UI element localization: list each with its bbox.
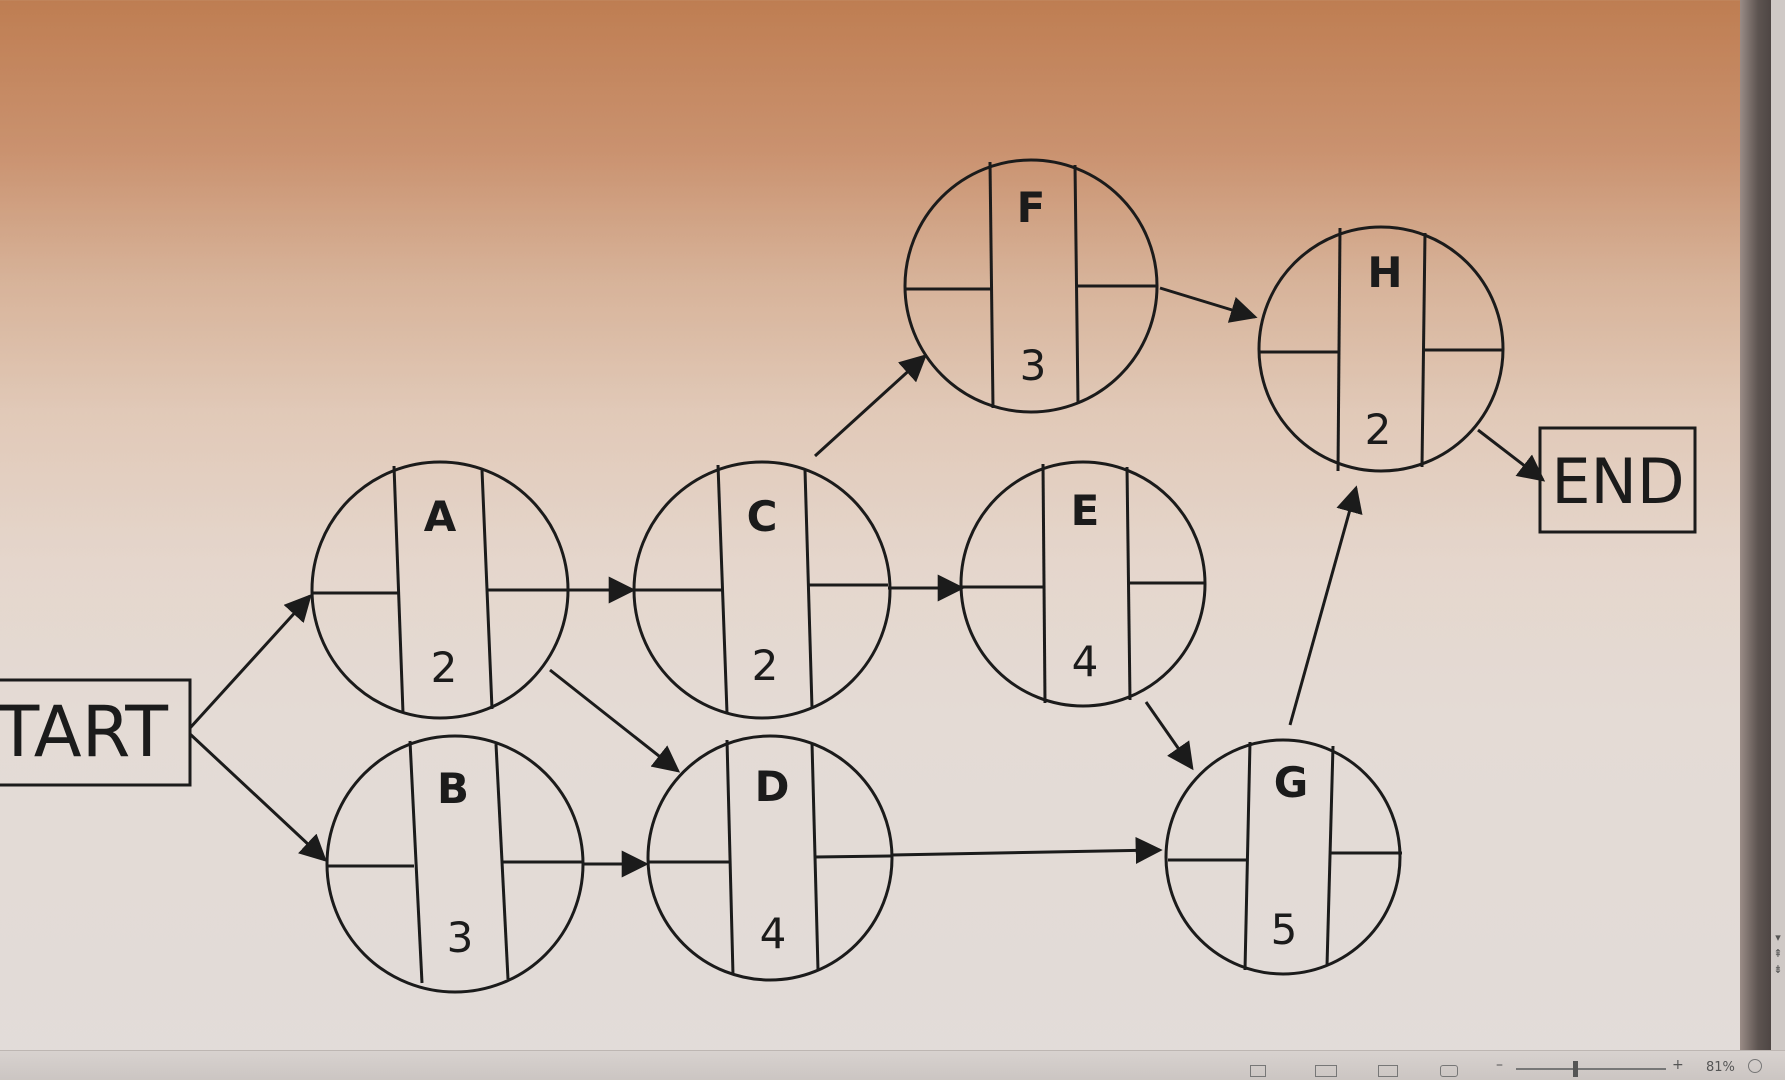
page-up-icon[interactable]: ⇞ [1773, 947, 1783, 960]
arrow-d-g [891, 836, 1163, 864]
node-e: E 4 [959, 460, 1207, 708]
arrow-a-d [549, 668, 681, 773]
end-box: END [1538, 426, 1697, 534]
zoom-slider-thumb[interactable] [1573, 1061, 1578, 1077]
node-h-duration: 2 [1365, 405, 1392, 454]
node-c: C 2 [632, 460, 892, 720]
print-layout-icon[interactable] [1250, 1065, 1266, 1077]
node-c-letter: C [747, 492, 778, 541]
node-h-letter: H [1367, 248, 1402, 297]
status-bar: – + 81% [0, 1050, 1785, 1080]
node-h: H 2 [1257, 225, 1505, 473]
arrow-start-b [188, 732, 327, 862]
zoom-slider[interactable] [1516, 1068, 1666, 1070]
zoom-out-button[interactable]: – [1496, 1057, 1503, 1073]
node-f-duration: 3 [1020, 341, 1047, 390]
arrow-f-h [1159, 286, 1258, 323]
arrow-g-h [1288, 485, 1363, 726]
node-g-duration: 5 [1271, 905, 1298, 954]
zoom-in-button[interactable]: + [1672, 1057, 1684, 1073]
node-g-letter: G [1274, 758, 1308, 807]
scroll-down-icon[interactable]: ▾ [1775, 931, 1781, 944]
arrow-h-end [1477, 428, 1546, 482]
arrows [188, 286, 1546, 878]
node-a-letter: A [424, 492, 457, 541]
web-layout-icon[interactable] [1315, 1065, 1337, 1077]
zoom-level[interactable]: 81% [1706, 1060, 1735, 1075]
node-f-letter: F [1017, 183, 1046, 232]
end-label: END [1551, 445, 1684, 518]
node-e-duration: 4 [1072, 637, 1099, 686]
node-a-duration: 2 [431, 643, 458, 692]
zoom-fit-icon[interactable] [1748, 1059, 1762, 1073]
node-d-letter: D [755, 762, 790, 811]
scroll-controls[interactable]: ▾ ⇞ ⇟ [1772, 930, 1784, 978]
arrow-e-g [1144, 701, 1194, 771]
node-e-letter: E [1071, 486, 1100, 535]
node-b: B 3 [325, 734, 585, 994]
node-d-duration: 4 [760, 909, 787, 958]
node-d: D 4 [646, 734, 894, 982]
node-f: F 3 [903, 158, 1159, 414]
document-page [0, 0, 1740, 1020]
vertical-scrollbar[interactable] [1771, 0, 1785, 1060]
start-box: START [0, 678, 192, 787]
focus-icon[interactable] [1440, 1065, 1458, 1077]
arrow-start-a [188, 594, 312, 730]
node-b-letter: B [437, 764, 469, 813]
node-g: G 5 [1164, 738, 1402, 976]
node-a: A 2 [310, 460, 570, 720]
node-c-duration: 2 [752, 641, 779, 690]
node-b-duration: 3 [447, 913, 474, 962]
read-mode-icon[interactable] [1378, 1065, 1398, 1077]
start-label: START [0, 691, 168, 773]
arrow-c-f [813, 354, 927, 458]
page-down-icon[interactable]: ⇟ [1773, 963, 1783, 976]
